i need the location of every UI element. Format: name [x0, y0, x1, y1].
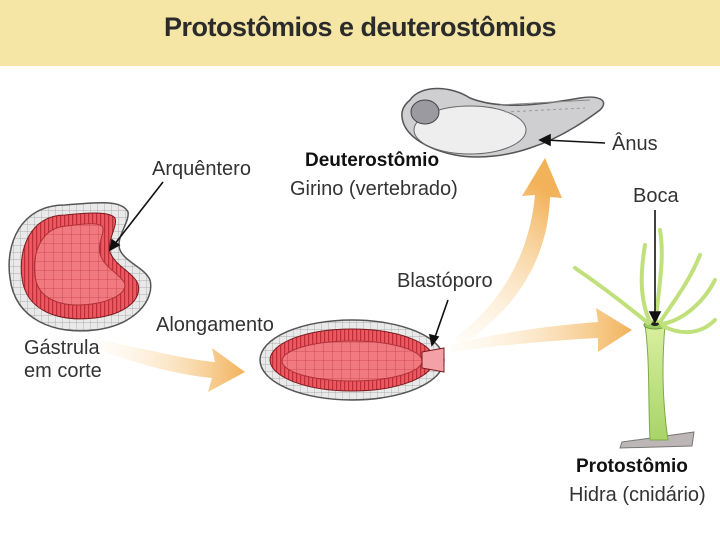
gastrula-illustration	[8, 201, 152, 332]
alongamento-label: Alongamento	[156, 314, 274, 336]
hydra-illustration	[573, 228, 717, 449]
gastrula-label: Gástrula	[24, 337, 100, 359]
elongated-embryo-illustration	[259, 319, 445, 401]
arquentero-label: Arquêntero	[152, 158, 251, 180]
title-banner	[0, 0, 720, 66]
arquentero-pointer	[113, 181, 164, 246]
arrow-to-elongation	[100, 340, 245, 392]
anus-label: Ânus	[612, 133, 658, 155]
arrow-to-hydra	[450, 308, 632, 352]
hidra-label: Hidra (cnidário)	[569, 484, 706, 506]
girino-label: Girino (vertebrado)	[290, 178, 458, 200]
gastrula-label-line2: em corte	[24, 360, 102, 382]
tadpole-illustration	[401, 87, 605, 158]
anus-pointer	[544, 139, 606, 144]
boca-label: Boca	[633, 185, 679, 207]
protostomio-label: Protostômio	[576, 456, 688, 477]
deuterostomio-label: Deuterostômio	[305, 150, 440, 171]
blastoporo-label: Blastóporo	[397, 270, 493, 292]
blastoporo-pointer	[433, 299, 449, 341]
page-title: Protostômios e deuterostômios	[163, 12, 557, 42]
development-arrows	[100, 158, 632, 392]
arrow-to-tadpole	[455, 158, 562, 345]
